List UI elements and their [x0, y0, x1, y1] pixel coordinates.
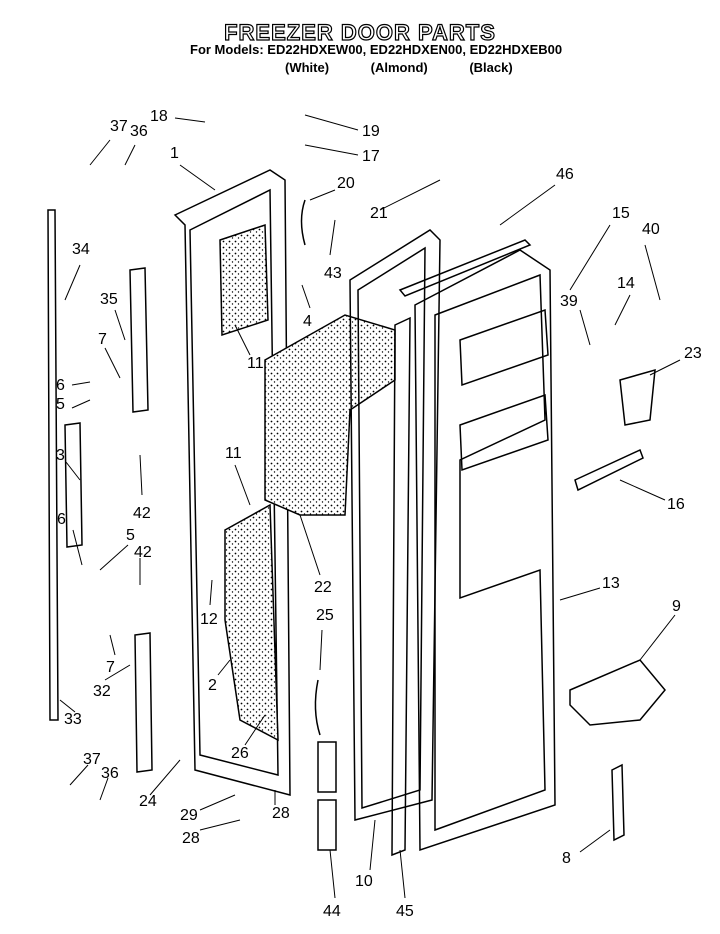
callout-35: 35 [100, 291, 118, 308]
callout-15: 15 [612, 205, 630, 222]
dispenser-shelf-lower [459, 393, 549, 472]
ice-chute [619, 368, 656, 426]
color-white: (White) [285, 60, 330, 75]
callout-36: 36 [101, 765, 119, 782]
dispenser-housing-foam [264, 314, 396, 516]
outer-door-panel [173, 169, 291, 796]
callout-42: 42 [134, 544, 152, 561]
callout-36: 36 [130, 123, 148, 140]
callout-28: 28 [182, 830, 200, 847]
callout-32: 32 [93, 683, 111, 700]
models-prefix: For Models: [190, 42, 264, 57]
tube-20 [300, 199, 306, 246]
callout-11: 11 [247, 355, 264, 372]
handle-trim-32 [134, 632, 153, 773]
foam-insulation-lower [224, 503, 279, 742]
callout-23: 23 [684, 345, 702, 362]
callout-45: 45 [396, 903, 414, 920]
hinge-bracket [611, 763, 625, 842]
callout-46: 46 [556, 166, 574, 183]
handle-trim-35 [129, 267, 149, 413]
callout-22: 22 [314, 579, 332, 596]
callout-25: 25 [316, 607, 334, 624]
callout-44: 44 [323, 903, 341, 920]
callout-26: 26 [231, 745, 249, 762]
trim-strip-16 [574, 448, 644, 492]
callout-14: 14 [617, 275, 635, 292]
callout-34: 34 [72, 241, 90, 258]
model-numbers: ED22HDXEW00, ED22HDXEN00, ED22HDXEB00 [267, 42, 563, 57]
callout-1: 1 [170, 145, 179, 162]
door-liner-strip [391, 316, 411, 857]
callout-43: 43 [324, 265, 342, 282]
callout-12: 12 [200, 611, 218, 628]
callout-33: 33 [64, 711, 82, 728]
callout-4: 4 [303, 313, 312, 330]
callout-29: 29 [180, 807, 198, 824]
callout-17: 17 [362, 148, 380, 165]
page-title: FREEZER DOOR PARTS [223, 19, 496, 45]
callout-39: 39 [560, 293, 578, 310]
models-line: For Models: ED22HDXEW00, ED22HDXEN00, ED… [190, 42, 562, 57]
foam-insulation-upper [219, 223, 269, 337]
color-almond: (Almond) [370, 60, 428, 75]
callout-42: 42 [133, 505, 151, 522]
callout-20: 20 [337, 175, 355, 192]
callout-21: 21 [370, 205, 388, 222]
handle-strip-34 [47, 209, 59, 721]
pad-lower [317, 799, 337, 851]
callout-19: 19 [362, 123, 380, 140]
callout-8: 8 [562, 850, 571, 867]
tube-25 [314, 679, 321, 736]
callout-6: 6 [57, 511, 66, 528]
callout-28: 28 [272, 805, 290, 822]
callout-3: 3 [56, 447, 65, 464]
callout-5: 5 [126, 527, 135, 544]
callout-7: 7 [106, 659, 115, 676]
top-trim [398, 239, 532, 297]
callout-5: 5 [56, 396, 65, 413]
callout-37: 37 [83, 751, 101, 768]
callout-2: 2 [208, 677, 217, 694]
leader-lines [59, 114, 681, 899]
color-black: (Black) [469, 60, 513, 75]
callout-10: 10 [355, 873, 373, 890]
callout-16: 16 [667, 496, 685, 513]
handle-trim-3 [64, 422, 83, 548]
callout-40: 40 [642, 221, 660, 238]
callout-11: 11 [225, 445, 242, 462]
dispenser-shelf-upper [459, 308, 549, 387]
door-gasket [349, 229, 441, 821]
callout-24: 24 [139, 793, 157, 810]
pad-upper [317, 741, 337, 793]
callout-37: 37 [110, 118, 128, 135]
inner-door-liner [414, 249, 556, 852]
callout-13: 13 [602, 575, 620, 592]
callout-7: 7 [98, 331, 107, 348]
callout-9: 9 [672, 598, 681, 615]
color-variants: (White) (Almond) (Black) [285, 60, 551, 75]
callout-18: 18 [150, 108, 168, 125]
door-bin [569, 659, 666, 726]
callout-6: 6 [56, 377, 65, 394]
